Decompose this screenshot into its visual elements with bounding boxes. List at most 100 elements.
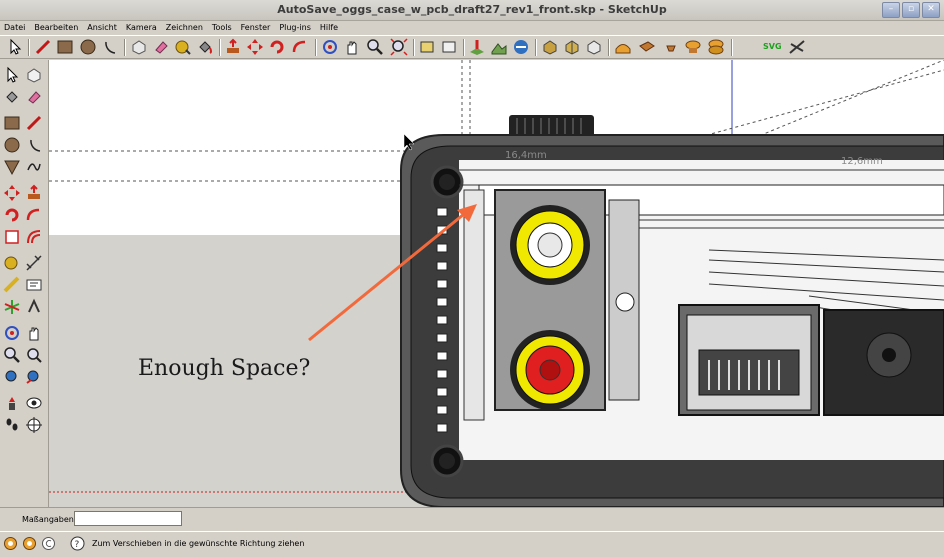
sandbox-from-scratch-icon[interactable] [638,38,656,56]
tape-measure-icon[interactable] [3,254,21,272]
copyright-icon[interactable] [41,536,56,551]
rectangle-tool-icon[interactable] [56,38,74,56]
drape-icon[interactable] [707,38,725,56]
menu-ansicht[interactable]: Ansicht [87,23,117,32]
protractor-tool-icon[interactable] [3,276,21,294]
credits-icon[interactable] [22,536,37,551]
guide-line [748,60,944,141]
model-scene: 16,4mm 12,6mm [49,60,944,507]
eraser-tool-icon[interactable] [152,38,170,56]
offset-tool-icon[interactable] [25,228,43,246]
menu-zeichnen[interactable]: Zeichnen [165,23,203,32]
dimension-tool-icon[interactable] [25,254,43,272]
window-title: AutoSave_oggs_case_w_pcb_draft27_rev1_fr… [277,3,667,16]
zoom-tool-icon[interactable] [366,38,384,56]
measurements-label: Maßangaben [22,515,74,524]
measurements-bar: Maßangaben [0,507,944,532]
previous-view-icon[interactable] [25,368,43,386]
annotation-text: Enough Space? [138,356,311,381]
pcb-strip [463,189,485,421]
modeling-viewport[interactable]: 16,4mm 12,6mm Enough Space? [49,60,944,507]
dimension-label-left: 16,4mm [505,150,547,161]
svg-text:?: ? [75,540,80,550]
menu-kamera[interactable]: Kamera [125,23,157,32]
pan-tool-icon[interactable] [343,38,361,56]
annotation-arrow [308,208,470,342]
measurements-input[interactable] [74,511,182,526]
position-camera-icon[interactable] [3,394,21,412]
main-toolbar: SVG [0,35,944,59]
make-component-icon[interactable] [130,38,148,56]
circle-tool-icon[interactable] [79,38,97,56]
menu-bearbeiten[interactable]: Bearbeiten [34,23,79,32]
freehand-tool-icon[interactable] [25,158,43,176]
text-tool-icon[interactable] [25,276,43,294]
move-tool-icon[interactable] [246,38,264,56]
toggle-terrain-icon[interactable] [490,38,508,56]
share-model-icon[interactable] [541,38,559,56]
orbit-tool-icon[interactable] [321,38,339,56]
share-component-icon[interactable] [563,38,581,56]
sandbox-from-contours-icon[interactable] [614,38,632,56]
follow-me-icon[interactable] [291,38,309,56]
next-view-icon[interactable] [440,38,458,56]
title-bar: AutoSave_oggs_case_w_pcb_draft27_rev1_fr… [0,0,944,21]
line-tool-icon[interactable] [34,38,52,56]
line-tool-icon[interactable] [25,114,43,132]
menu-plugins[interactable]: Plug-ins [279,23,311,32]
section-plane-icon[interactable] [25,416,43,434]
paint-bucket-icon[interactable] [196,38,214,56]
paint-bucket-icon[interactable] [3,88,21,106]
zoom-extents-icon[interactable] [390,38,408,56]
add-location-icon[interactable] [468,38,486,56]
rca-screw [615,292,635,312]
3d-text-icon[interactable] [25,298,43,316]
rectangle-tool-icon[interactable] [3,114,21,132]
orbit-tool-icon[interactable] [3,324,21,342]
polygon-tool-icon[interactable] [3,158,21,176]
geo-location-icon[interactable] [3,536,18,551]
zoom-tool-icon[interactable] [3,346,21,364]
push-pull-icon[interactable] [25,184,43,202]
circle-tool-icon[interactable] [3,136,21,154]
look-around-icon[interactable] [25,394,43,412]
menu-fenster[interactable]: Fenster [240,23,271,32]
select-tool-icon[interactable] [3,66,21,84]
close-button[interactable]: ✕ [922,2,940,18]
cursor-icon [403,133,415,151]
previous-view-icon[interactable] [418,38,436,56]
svg-export-icon[interactable] [788,38,806,56]
axes-tool-icon[interactable] [3,298,21,316]
push-pull-icon[interactable] [224,38,242,56]
smoove-icon[interactable] [662,38,680,56]
walk-tool-icon[interactable] [3,416,21,434]
move-tool-icon[interactable] [3,184,21,202]
tape-measure-icon[interactable] [174,38,192,56]
scale-tool-icon[interactable] [3,228,21,246]
guide-line [688,69,944,141]
status-hint: Zum Verschieben in die gewünschte Richtu… [92,539,305,548]
vent-slots [436,207,448,433]
get-models-icon[interactable] [512,38,530,56]
zoom-window-icon[interactable] [25,346,43,364]
rotate-tool-icon[interactable] [268,38,286,56]
extension-icon[interactable] [585,38,603,56]
maximize-button[interactable]: ▫ [902,2,920,18]
minimize-button[interactable]: – [882,2,900,18]
menu-hilfe[interactable]: Hilfe [319,23,339,32]
svg-export-label[interactable]: SVG [763,42,782,51]
left-tool-palette [0,60,49,507]
eraser-tool-icon[interactable] [25,88,43,106]
arc-tool-icon[interactable] [100,38,118,56]
rotate-tool-icon[interactable] [3,206,21,224]
select-tool-icon[interactable] [6,38,24,56]
pan-tool-icon[interactable] [25,324,43,342]
menu-tools[interactable]: Tools [211,23,232,32]
arc-tool-icon[interactable] [25,136,43,154]
stamp-icon[interactable] [684,38,702,56]
make-component-icon[interactable] [25,66,43,84]
help-icon[interactable]: ? [70,536,85,551]
follow-me-icon[interactable] [25,206,43,224]
menu-datei[interactable]: Datei [4,23,26,32]
zoom-extents-icon[interactable] [3,368,21,386]
